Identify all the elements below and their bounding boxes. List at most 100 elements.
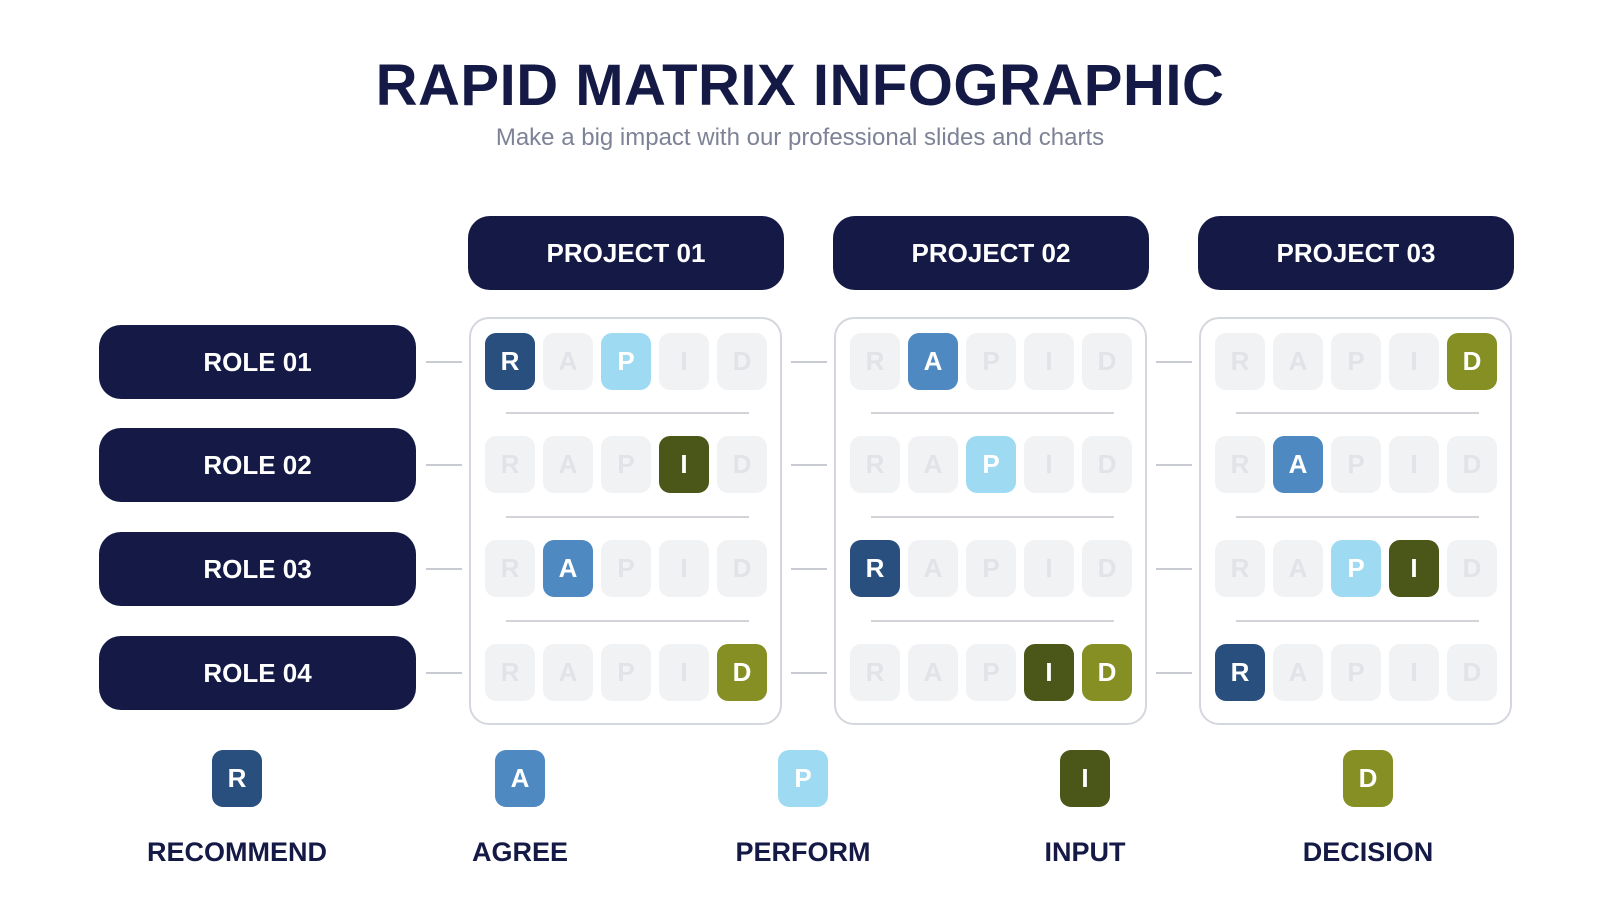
rapid-cell-d: D — [1082, 333, 1132, 390]
rapid-cell-d: D — [1447, 333, 1497, 390]
rapid-cell-p: P — [1331, 436, 1381, 493]
row-divider — [506, 515, 749, 518]
connector-line — [426, 672, 462, 674]
rapid-cell-p: P — [966, 436, 1016, 493]
connector-line — [1156, 672, 1192, 674]
rapid-cell-p: P — [1331, 333, 1381, 390]
rapid-cell-r: R — [1215, 644, 1265, 701]
project-header-2: PROJECT 02 — [833, 216, 1149, 290]
rapid-cell-d: D — [1082, 644, 1132, 701]
rapid-cell-d: D — [1082, 436, 1132, 493]
rapid-cell-d: D — [717, 333, 767, 390]
rapid-cell-i: I — [659, 540, 709, 597]
connector-line — [791, 568, 827, 570]
rapid-cell-r: R — [485, 333, 535, 390]
rapid-cell-i: I — [1024, 333, 1074, 390]
row-divider — [1236, 412, 1479, 414]
rapid-cell-p: P — [966, 333, 1016, 390]
rapid-cell-a: A — [543, 436, 593, 493]
rapid-cell-d: D — [717, 436, 767, 493]
row-divider — [871, 619, 1114, 622]
rapid-cell-i: I — [1024, 540, 1074, 597]
rapid-cell-r: R — [850, 333, 900, 390]
legend-badge-p: P — [778, 750, 828, 807]
legend-badge-d: D — [1343, 750, 1393, 807]
legend-item-agree: A AGREE — [380, 750, 660, 868]
rapid-cell-a: A — [908, 333, 958, 390]
legend-item-decision: D DECISION — [1228, 750, 1508, 868]
rapid-cell-r: R — [485, 540, 535, 597]
connector-line — [426, 361, 462, 363]
rapid-cell-p: P — [601, 644, 651, 701]
connector-line — [791, 464, 827, 466]
connector-line — [426, 464, 462, 466]
rapid-cell-p: P — [1331, 644, 1381, 701]
rapid-cell-r: R — [485, 436, 535, 493]
row-divider — [1236, 515, 1479, 518]
row-divider — [506, 619, 749, 622]
legend-label: AGREE — [471, 837, 569, 867]
rapid-cell-i: I — [1024, 436, 1074, 493]
rapid-cell-r: R — [850, 644, 900, 701]
rapid-cell-d: D — [717, 540, 767, 597]
rapid-cell-i: I — [659, 333, 709, 390]
rapid-cell-d: D — [1447, 644, 1497, 701]
rapid-cell-p: P — [966, 540, 1016, 597]
legend-label: RECOMMEND — [147, 837, 327, 867]
legend-label: DECISION — [1302, 837, 1434, 867]
rapid-cell-d: D — [1447, 540, 1497, 597]
row-divider — [871, 515, 1114, 518]
connector-line — [1156, 464, 1192, 466]
rapid-cell-r: R — [1215, 540, 1265, 597]
role-pill-3: ROLE 03 — [99, 532, 416, 606]
page-title: RAPID MATRIX INFOGRAPHIC — [375, 53, 1225, 118]
rapid-cell-r: R — [485, 644, 535, 701]
role-pill-1: ROLE 01 — [99, 325, 416, 399]
rapid-cell-p: P — [1331, 540, 1381, 597]
rapid-cell-r: R — [1215, 436, 1265, 493]
rapid-cell-a: A — [908, 436, 958, 493]
connector-line — [426, 568, 462, 570]
rapid-cell-p: P — [966, 644, 1016, 701]
connector-line — [791, 672, 827, 674]
rapid-cell-i: I — [1389, 644, 1439, 701]
rapid-cell-r: R — [850, 436, 900, 493]
connector-line — [1156, 361, 1192, 363]
rapid-cell-a: A — [908, 540, 958, 597]
rapid-cell-d: D — [717, 644, 767, 701]
role-pill-4: ROLE 04 — [99, 636, 416, 710]
legend-label: PERFORM — [735, 837, 871, 867]
project-header-1: PROJECT 01 — [468, 216, 784, 290]
project-header-3: PROJECT 03 — [1198, 216, 1514, 290]
legend-badge-i: I — [1060, 750, 1110, 807]
rapid-cell-i: I — [659, 644, 709, 701]
rapid-cell-i: I — [1389, 333, 1439, 390]
connector-line — [1156, 568, 1192, 570]
row-divider — [1236, 619, 1479, 622]
rapid-cell-a: A — [1273, 333, 1323, 390]
legend-item-perform: P PERFORM — [663, 750, 943, 868]
rapid-cell-d: D — [1082, 540, 1132, 597]
page-subtitle: Make a big impact with our professional … — [495, 124, 1105, 151]
legend-badge-a: A — [495, 750, 545, 807]
rapid-cell-i: I — [1389, 540, 1439, 597]
role-pill-2: ROLE 02 — [99, 428, 416, 502]
rapid-cell-p: P — [601, 436, 651, 493]
rapid-cell-p: P — [601, 540, 651, 597]
rapid-cell-a: A — [543, 644, 593, 701]
rapid-cell-i: I — [1389, 436, 1439, 493]
row-divider — [506, 412, 749, 414]
rapid-cell-a: A — [1273, 540, 1323, 597]
row-divider — [871, 412, 1114, 414]
